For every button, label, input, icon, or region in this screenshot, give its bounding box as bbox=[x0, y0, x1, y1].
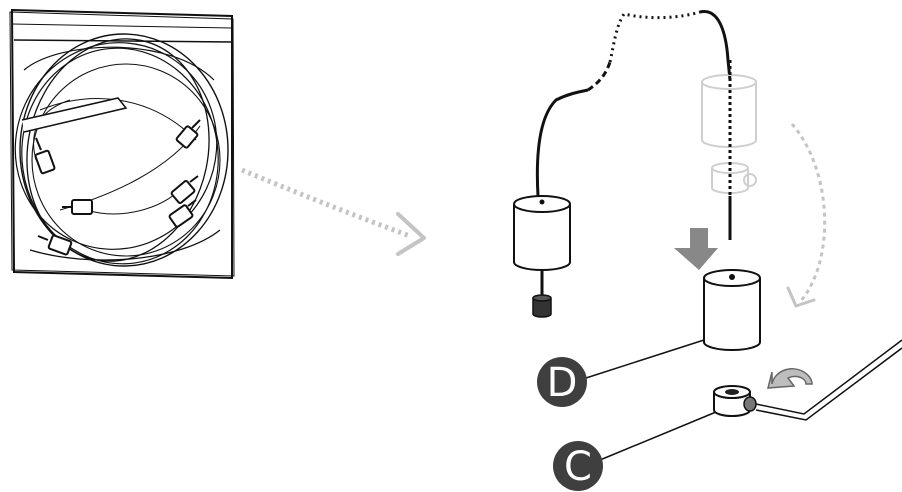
part-c-collar bbox=[713, 385, 757, 417]
cable-bag-illustration bbox=[9, 8, 235, 280]
callout-c-label: C bbox=[564, 444, 592, 490]
callout-d-badge: D bbox=[537, 357, 587, 407]
callout-d-label: D bbox=[547, 360, 578, 406]
callout-c-leader bbox=[599, 411, 717, 461]
dotted-return-arrow-icon bbox=[786, 123, 827, 308]
down-arrow-icon bbox=[674, 228, 718, 270]
bag-weight-2 bbox=[175, 119, 201, 149]
bag-weight-5 bbox=[168, 199, 197, 228]
callout-d-leader bbox=[585, 339, 705, 379]
hanging-weight-assembly bbox=[513, 10, 732, 318]
hex-key-rod bbox=[755, 339, 902, 421]
part-d-cylinder bbox=[703, 269, 761, 351]
dotted-curved-arrow-icon bbox=[241, 167, 426, 256]
callout-c-badge: C bbox=[553, 441, 603, 491]
bag-weight-4 bbox=[170, 175, 199, 204]
rotate-arrow-icon bbox=[767, 368, 813, 389]
bag-weight-3 bbox=[62, 199, 93, 215]
bag-weight-6 bbox=[37, 234, 73, 256]
bag-weight-1 bbox=[34, 137, 56, 175]
